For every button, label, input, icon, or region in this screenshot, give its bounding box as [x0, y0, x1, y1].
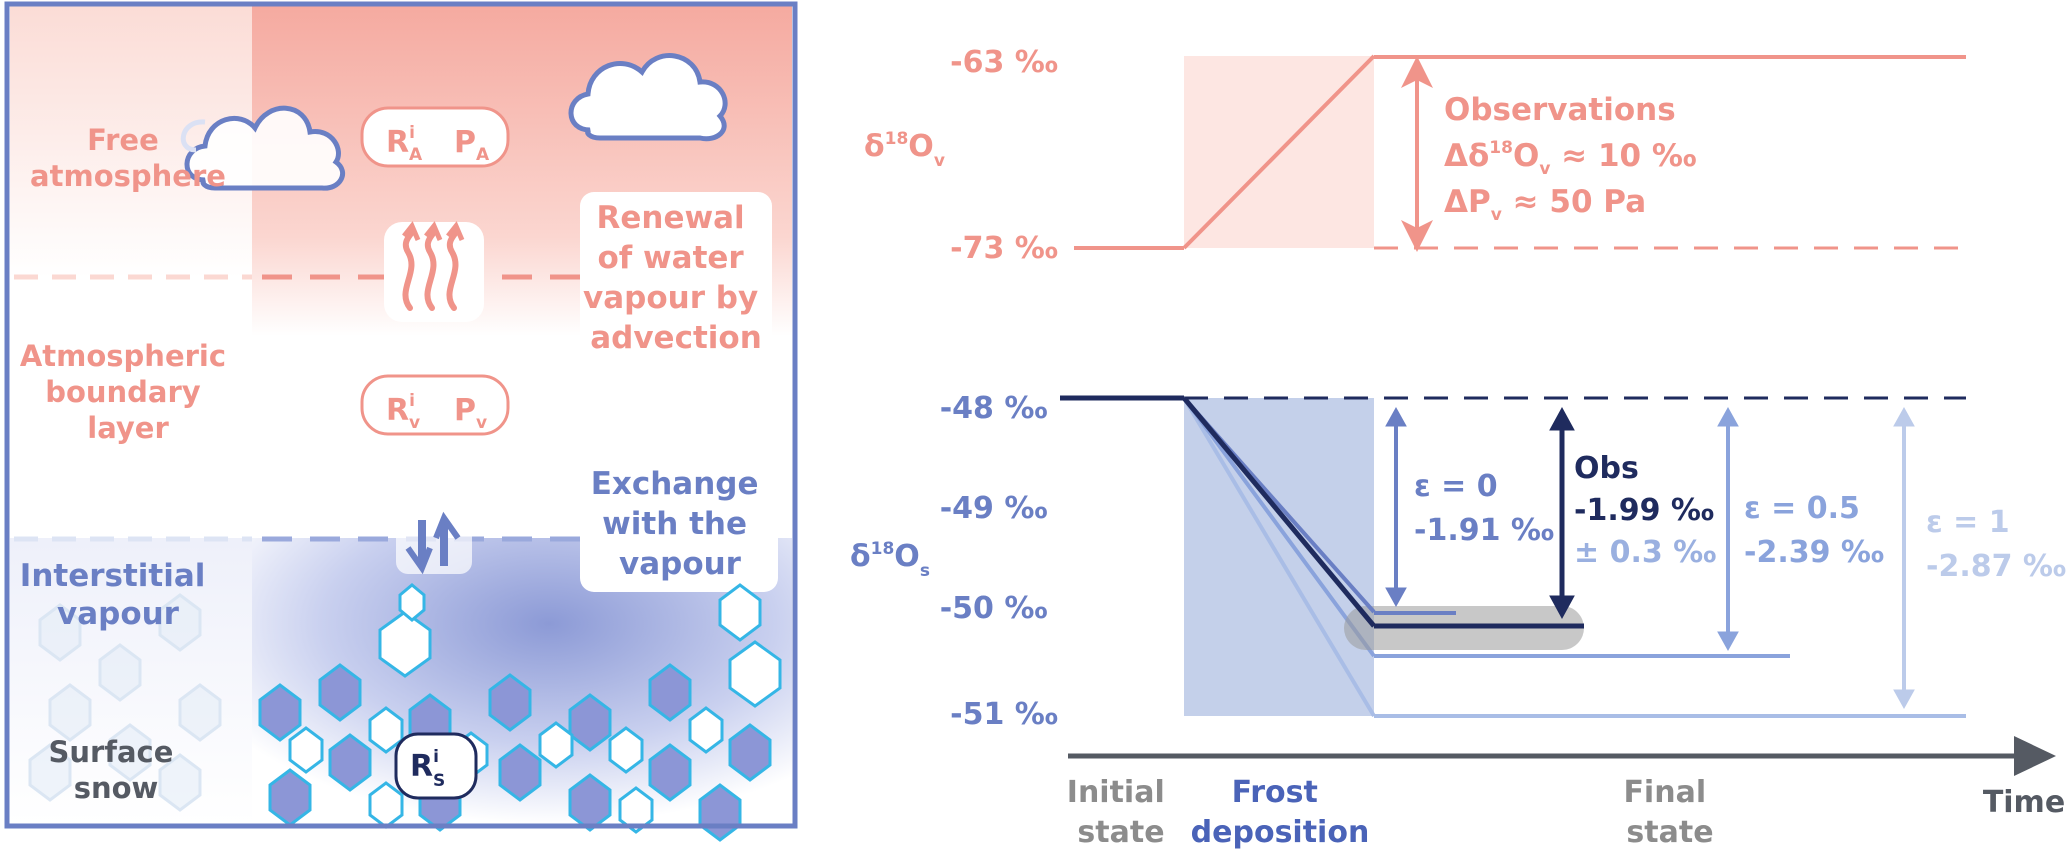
series-eps05-drop	[1182, 396, 1376, 658]
arrow-eps05	[1717, 406, 1739, 652]
Pv-symbol: Pv	[454, 393, 487, 433]
snow-crystal-pattern	[258, 663, 772, 842]
eps05-label: ε = 0.5 -2.39 ‰	[1744, 491, 1884, 570]
left-panel-frame	[4, 1, 798, 829]
snow-axis-label: δ18Os	[850, 539, 930, 581]
series-eps1-drop	[1182, 396, 1376, 718]
interstitial-vapour-label: Interstitial vapour	[20, 558, 216, 632]
time-axis-arrowhead	[2014, 736, 2056, 776]
snow-ticks: -48 ‰ -49 ‰ -50 ‰ -51 ‰	[940, 391, 1058, 732]
final-state-label: Final state	[1623, 775, 1716, 850]
initial-state-label: Initial state	[1067, 775, 1175, 850]
svg-text:ΔPv ≈ 50 Pa: ΔPv ≈ 50 Pa	[1444, 184, 1646, 225]
exchange-arrows-icon	[396, 498, 472, 575]
obs-label: Obs -1.99 ‰ ± 0.3 ‰	[1574, 451, 1725, 570]
cloud-icon	[568, 53, 728, 142]
svg-text:Observations: Observations	[1444, 92, 1676, 128]
arrow-eps1	[1893, 406, 1915, 710]
time-label: Time	[1983, 785, 2065, 820]
observations-label: Observations Δδ18Ov ≈ 10 ‰ ΔPv ≈ 50 Pa	[1444, 92, 1697, 225]
wind-advection-icon	[384, 221, 484, 322]
vapour-axis-label: δ18Ov	[864, 129, 945, 171]
PA-symbol: PA	[454, 125, 490, 165]
snow-crystal-icon	[378, 583, 782, 708]
frost-deposition-label: Frost deposition	[1191, 775, 1370, 850]
arrow-obs	[1549, 406, 1575, 620]
boundary-layer-label: Atmospheric boundary layer	[20, 339, 236, 445]
snow-crystal-icon	[28, 593, 222, 812]
eps0-label: ε = 0 -1.91 ‰	[1414, 469, 1554, 548]
series-obs-drop	[1182, 396, 1376, 628]
exchange-label-box	[580, 462, 778, 592]
eps1-label: ε = 1 -2.87 ‰	[1926, 505, 2066, 584]
svg-text:Δδ18Ov ≈ 10 ‰: Δδ18Ov ≈ 10 ‰	[1444, 138, 1697, 179]
free-atmosphere-label: Free atmosphere	[30, 123, 226, 193]
arrow-eps0	[1385, 406, 1407, 608]
renewal-label-box	[580, 192, 772, 352]
vapour-rise-line	[1182, 54, 1376, 250]
cloud-icon	[180, 105, 345, 191]
surface-snow-label: Surface snow	[49, 735, 184, 805]
exchange-label: Exchange with the vapour	[591, 466, 770, 582]
vapour-tick-top: -63 ‰	[950, 45, 1058, 80]
renewal-label: Renewal of water vapour by advection	[583, 200, 769, 356]
right-panel: -63 ‰ -73 ‰ δ18Ov Observations Δδ18Ov ≈ …	[850, 45, 2066, 850]
vapour-tick-bottom: -73 ‰	[950, 231, 1058, 266]
